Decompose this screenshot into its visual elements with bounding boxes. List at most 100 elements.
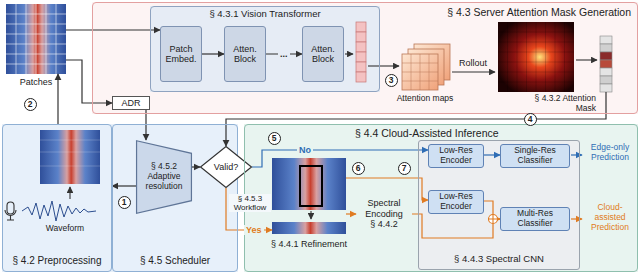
callout-number: 3 xyxy=(385,74,398,87)
text-holder: Low-Res Encoder xyxy=(429,145,483,167)
text-holder: § 4.3.2 Attention Mask xyxy=(514,94,596,114)
callout-number: 2 xyxy=(24,98,37,111)
vit-box: § 4.3.1 Vision TransformerPatch Embed. At… xyxy=(150,6,380,92)
adaptive-resolution-trapezoid: § 4.5.2 Adaptive resolution xyxy=(136,140,192,214)
text-holder: ADR xyxy=(113,97,149,109)
connector xyxy=(57,74,58,124)
text-holder: § 4.5 Scheduler xyxy=(113,255,237,267)
edge-label: No xyxy=(297,145,313,155)
connector xyxy=(192,166,200,167)
connector xyxy=(202,53,224,54)
refinement-window xyxy=(300,166,322,206)
heatmap-grid xyxy=(498,22,574,92)
connector xyxy=(66,29,160,30)
text-holder: Spectral Encoding§ 4.4.2 xyxy=(356,194,412,234)
text-holder: Multi-Res Classifier xyxy=(501,208,569,230)
edge-label: Yes xyxy=(244,225,264,235)
connector xyxy=(412,214,500,238)
classifier-box-text: Single-Res Classifier xyxy=(504,146,566,166)
preprocessing-fill xyxy=(2,124,112,272)
server-region-text: § 4.3 Server Attention Mask Generation xyxy=(447,6,631,18)
output-label: Edge-only Prediction xyxy=(584,143,636,163)
text-holder: § 4.5.2 Adaptive resolution xyxy=(136,140,192,214)
text-holder: Atten. Block xyxy=(303,27,343,81)
section-label: § 4.5.3 Workflow xyxy=(229,194,271,212)
callout-number: 4 xyxy=(524,113,537,126)
attention-block: Atten. Block xyxy=(224,26,266,82)
attention-heatmap xyxy=(498,22,574,92)
refinement-image-box-text: § 4.4.1 Refinement xyxy=(258,239,360,249)
refined-strip xyxy=(272,222,346,234)
scheduler-region: § 4.5 Scheduler § 4.5.2 Adaptive resoluti… xyxy=(112,124,238,272)
edge-prediction-arrow xyxy=(571,154,582,155)
text-holder: § 4.4.1 Refinement xyxy=(258,239,360,249)
connector xyxy=(346,213,356,214)
connector xyxy=(145,110,146,140)
preprocessing-region: § 4.2 Preprocessing xyxy=(2,124,112,272)
spectral-cnn-box: § 4.4.3 Spectral CNN Low-Res Encoder Singl… xyxy=(418,140,580,270)
encoder-box: Low-Res Encoder xyxy=(428,144,484,168)
cnn-fill xyxy=(418,140,580,270)
edge-label: ... xyxy=(278,49,290,59)
classifier-box-text: Multi-Res Classifier xyxy=(504,209,566,229)
connector xyxy=(484,154,500,155)
token-to-map-arrow xyxy=(368,65,399,66)
text-holder: § 4.4 Cloud-Assisted Inference xyxy=(355,127,499,139)
rollout-arrow xyxy=(452,71,495,72)
patch-embed-block-text: Patch Embed. xyxy=(164,44,198,65)
heatmap-to-mask-arrow xyxy=(576,59,597,60)
attention-block: Atten. Block xyxy=(302,26,344,82)
token-column xyxy=(356,22,366,82)
process-label: Rollout xyxy=(450,58,496,68)
encoder-box-text: Low-Res Encoder xyxy=(432,146,480,166)
cloud-region-text: § 4.4 Cloud-Assisted Inference xyxy=(355,127,499,139)
encoder-box: Low-Res Encoder xyxy=(428,190,484,214)
callout-number: 6 xyxy=(352,162,365,175)
connector xyxy=(66,60,112,103)
patches-image-box: Patches xyxy=(6,4,66,74)
connector xyxy=(346,178,428,200)
text-holder: Low-Res Encoder xyxy=(429,191,483,213)
refinement-image xyxy=(272,158,346,210)
connector xyxy=(226,92,606,146)
callout-number: 1 xyxy=(118,196,131,209)
concat-symbol xyxy=(489,215,498,224)
cloud-prediction-arrow xyxy=(571,218,582,219)
connector xyxy=(112,185,136,186)
vit-box-text: § 4.3.1 Vision Transformer xyxy=(151,9,379,20)
refinement-image-box: § 4.4.1 Refinement xyxy=(272,158,346,236)
spectrogram-lines xyxy=(40,140,100,166)
text-holder: Patch Embed. xyxy=(161,27,201,81)
classifier-box: Multi-Res Classifier xyxy=(500,207,570,231)
connector xyxy=(226,188,272,230)
server-region: § 4.3 Server Attention Mask Generation § … xyxy=(92,2,638,114)
output-label: Cloud-assisted Prediction xyxy=(584,203,636,232)
attention-block-text: Atten. Block xyxy=(228,44,262,65)
text-holder: § 4.4.3 Spectral CNN xyxy=(419,254,579,265)
wave-to-spectrogram-arrow xyxy=(69,187,70,199)
attention-mask-text: § 4.3.2 Attention Mask xyxy=(514,94,596,114)
waveform xyxy=(22,201,96,221)
callout-number: 5 xyxy=(268,132,281,145)
server-region-fill xyxy=(92,2,638,114)
text-holder: Atten. Block xyxy=(225,27,265,81)
patches-image xyxy=(6,4,66,74)
encoder-box-text: Low-Res Encoder xyxy=(432,192,480,212)
spectral-cnn-box-text: § 4.4.3 Spectral CNN xyxy=(419,254,579,265)
block-to-token-arrow xyxy=(345,53,353,54)
cloud-region-fill xyxy=(244,124,638,272)
text-holder: § 4.3 Server Attention Mask Generation xyxy=(447,6,631,18)
spectral-encoding-box-text: Spectral Encoding xyxy=(359,198,409,219)
vit-fill xyxy=(150,6,380,92)
scheduler-fill xyxy=(112,124,238,272)
microphone-icon xyxy=(5,202,16,220)
patch-grid xyxy=(6,4,66,74)
patch-embed-block: Patch Embed. xyxy=(160,26,202,82)
adr-box-text: ADR xyxy=(121,98,140,108)
attention-maps xyxy=(402,44,450,90)
adr-box: ADR xyxy=(112,96,150,110)
figure-label: Attention maps xyxy=(392,94,458,104)
adaptive-resolution-trapezoid-shape xyxy=(137,141,192,214)
attention-mask: § 4.3.2 Attention Mask xyxy=(600,36,612,92)
